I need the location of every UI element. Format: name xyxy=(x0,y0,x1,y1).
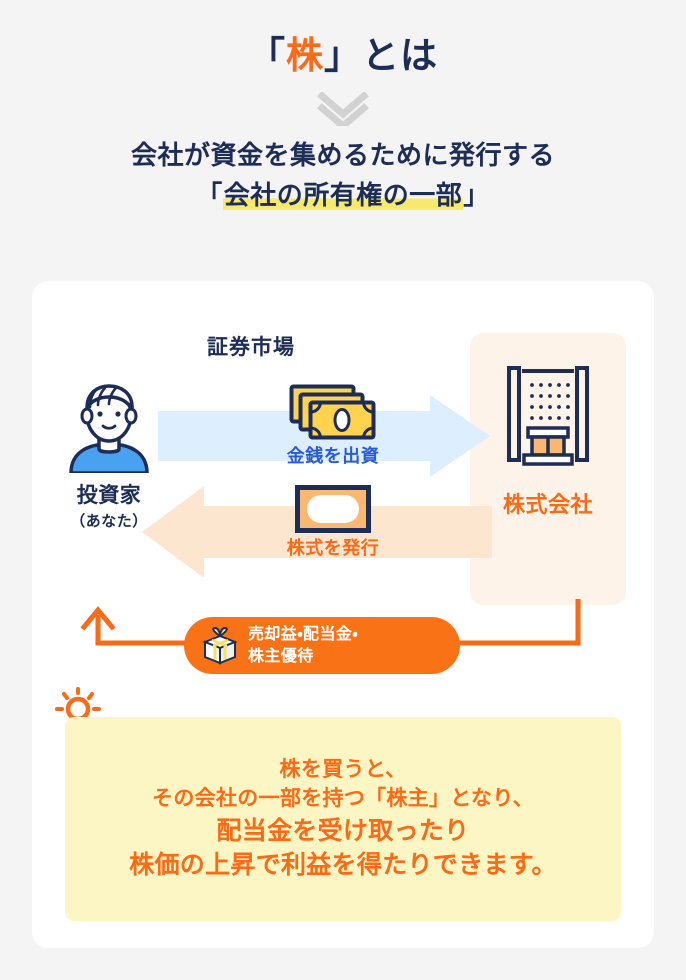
investor-avatar-icon xyxy=(69,384,149,473)
summary-note: 株を買うと、 その会社の一部を持つ「株主」となり、 配当金を受け取ったり 株価の… xyxy=(65,717,621,921)
investor-label: 投資家 xyxy=(76,484,142,507)
subtitle-close-bracket: 」 xyxy=(463,179,490,210)
note-line-3: 配当金を受け取ったり xyxy=(216,816,470,845)
page-subtitle: 会社が資金を集めるために発行する 「会社の所有権の一部」 xyxy=(0,136,686,215)
securities-market-label: 証券市場 xyxy=(207,336,295,359)
benefit-pill-text: 売却益・配当金・ 株主優待 xyxy=(248,624,358,666)
company-label: 株式会社 xyxy=(502,492,593,517)
note-line-4: 株価の上昇で利益を得たりできます。 xyxy=(129,850,557,879)
stock-certificate-icon xyxy=(295,485,371,533)
subtitle-highlighted-phrase: 会社の所有権の一部 xyxy=(222,179,464,210)
subtitle-open-bracket: 「 xyxy=(196,179,223,210)
double-chevron-down-icon xyxy=(317,92,369,127)
company-block: 株式会社 xyxy=(470,365,626,519)
subtitle-line-1: 会社が資金を集めるために発行する xyxy=(130,140,555,171)
company-highlight-panel xyxy=(470,333,626,605)
diagram-card: 証券市場 金銭を出資 株式を発行 xyxy=(32,281,654,948)
office-building-icon xyxy=(507,366,589,466)
page-title-open-bracket: 「 xyxy=(248,35,286,76)
page-title-rest: 」とは xyxy=(324,35,438,76)
gift-box-icon xyxy=(202,626,238,664)
page-title: 「株」とは xyxy=(0,34,686,78)
share-flow-caption: 株式を発行 xyxy=(286,538,380,558)
note-line-2: その会社の一部を持つ「株主」となり、 xyxy=(152,787,534,810)
subtitle-line-2: 「会社の所有権の一部」 xyxy=(0,176,686,216)
note-line-1: 株を買うと、 xyxy=(279,758,407,782)
investor-block: 投資家 （あなた） xyxy=(54,381,164,531)
benefit-line-2: 株主優待 xyxy=(248,647,314,665)
banknotes-icon xyxy=(289,384,376,440)
page-header: 「株」とは 会社が資金を集めるために発行する 「会社の所有権の一部」 xyxy=(0,0,686,215)
money-flow-caption: 金銭を出資 xyxy=(286,446,380,466)
benefit-pill[interactable]: 売却益・配当金・ 株主優待 xyxy=(184,617,460,674)
investor-sublabel: （あなた） xyxy=(70,513,148,530)
page-title-highlight: 株 xyxy=(286,35,324,76)
benefit-line-1: 売却益・配当金・ xyxy=(248,626,359,644)
